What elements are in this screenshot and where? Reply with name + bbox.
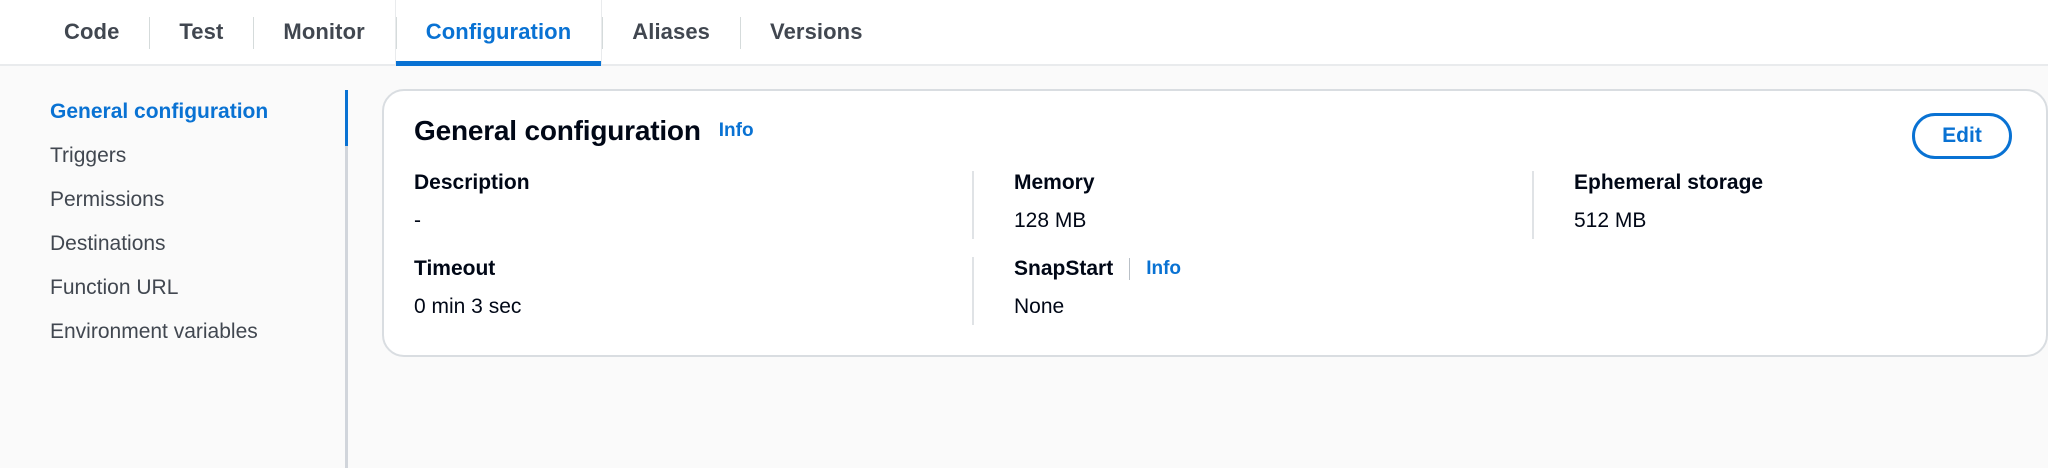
tab-configuration[interactable]: Configuration: [394, 0, 603, 66]
field-description-label: Description: [414, 171, 530, 194]
sidebar-item-label: Function URL: [50, 276, 179, 299]
fields-row-1: Description - Memory 128 MB Ephemeral st…: [414, 169, 2016, 255]
sidebar-item-label: Destinations: [50, 232, 166, 255]
field-snapstart: SnapStart Info None: [972, 255, 1532, 325]
field-ephemeral-storage-label-row: Ephemeral storage: [1574, 169, 2032, 197]
edit-button[interactable]: Edit: [1912, 113, 2012, 159]
field-ephemeral-storage-value: 512 MB: [1574, 209, 1647, 232]
field-description: Description -: [414, 169, 972, 233]
tab-versions-label: Versions: [770, 19, 863, 44]
tab-test-label: Test: [179, 19, 224, 44]
sidebar-item-triggers[interactable]: Triggers: [0, 134, 345, 178]
snapstart-info-link[interactable]: Info: [1146, 258, 1182, 279]
field-snapstart-value: None: [1014, 295, 1065, 318]
sidebar-list: General configuration Triggers Permissio…: [0, 90, 345, 354]
function-tabbar: Code Test Monitor Configuration Aliases …: [0, 0, 2048, 66]
sidebar-item-destinations[interactable]: Destinations: [0, 222, 345, 266]
sidebar-item-label: Triggers: [50, 144, 127, 167]
sidebar-divider: [345, 90, 348, 468]
sidebar-item-general-configuration[interactable]: General configuration: [0, 90, 345, 134]
sidebar-item-label: General configuration: [50, 100, 269, 123]
field-memory-label: Memory: [1014, 171, 1095, 194]
field-ephemeral-storage-label: Ephemeral storage: [1574, 171, 1764, 194]
card-header: General configuration Info Edit: [384, 91, 2046, 171]
tab-aliases[interactable]: Aliases: [602, 0, 740, 64]
field-timeout-value: 0 min 3 sec: [414, 295, 522, 318]
sidebar-item-permissions[interactable]: Permissions: [0, 178, 345, 222]
tab-monitor[interactable]: Monitor: [253, 0, 394, 64]
page-title: General configuration: [414, 115, 701, 146]
field-memory-label-row: Memory: [1014, 169, 1532, 197]
field-ephemeral-storage: Ephemeral storage 512 MB: [1532, 169, 2032, 239]
tab-configuration-label: Configuration: [425, 19, 572, 44]
sidebar-item-label: Environment variables: [50, 320, 258, 343]
tab-aliases-label: Aliases: [632, 19, 711, 44]
sidebar-item-function-url[interactable]: Function URL: [0, 266, 345, 310]
tab-monitor-label: Monitor: [283, 19, 365, 44]
field-timeout: Timeout 0 min 3 sec: [414, 255, 972, 319]
configuration-sidebar: General configuration Triggers Permissio…: [0, 66, 346, 468]
field-snapstart-divider: [1129, 258, 1131, 280]
field-timeout-label-row: Timeout: [414, 255, 972, 283]
field-memory: Memory 128 MB: [972, 169, 1532, 239]
sidebar-item-label: Permissions: [50, 188, 165, 211]
field-snapstart-label-row: SnapStart Info: [1014, 255, 1532, 283]
sidebar-active-indicator: [345, 90, 348, 146]
field-snapstart-label: SnapStart: [1014, 257, 1114, 280]
configuration-fields-grid: Description - Memory 128 MB Ephemeral st…: [384, 169, 2046, 341]
field-description-value: -: [414, 209, 421, 232]
tab-test[interactable]: Test: [149, 0, 253, 64]
general-configuration-card: General configuration Info Edit Descript…: [382, 89, 2048, 357]
sidebar-item-environment-variables[interactable]: Environment variables: [0, 310, 345, 354]
tab-code[interactable]: Code: [34, 0, 149, 64]
tab-code-label: Code: [64, 19, 120, 44]
field-memory-value: 128 MB: [1014, 209, 1087, 232]
configuration-body: General configuration Triggers Permissio…: [0, 66, 2048, 468]
field-timeout-label: Timeout: [414, 257, 496, 280]
field-description-label-row: Description: [414, 169, 972, 197]
general-configuration-info-link[interactable]: Info: [718, 120, 754, 141]
tab-strip: Code Test Monitor Configuration Aliases …: [34, 0, 893, 66]
tab-versions[interactable]: Versions: [740, 0, 893, 64]
fields-row-2: Timeout 0 min 3 sec SnapStart Info None: [414, 255, 2016, 341]
